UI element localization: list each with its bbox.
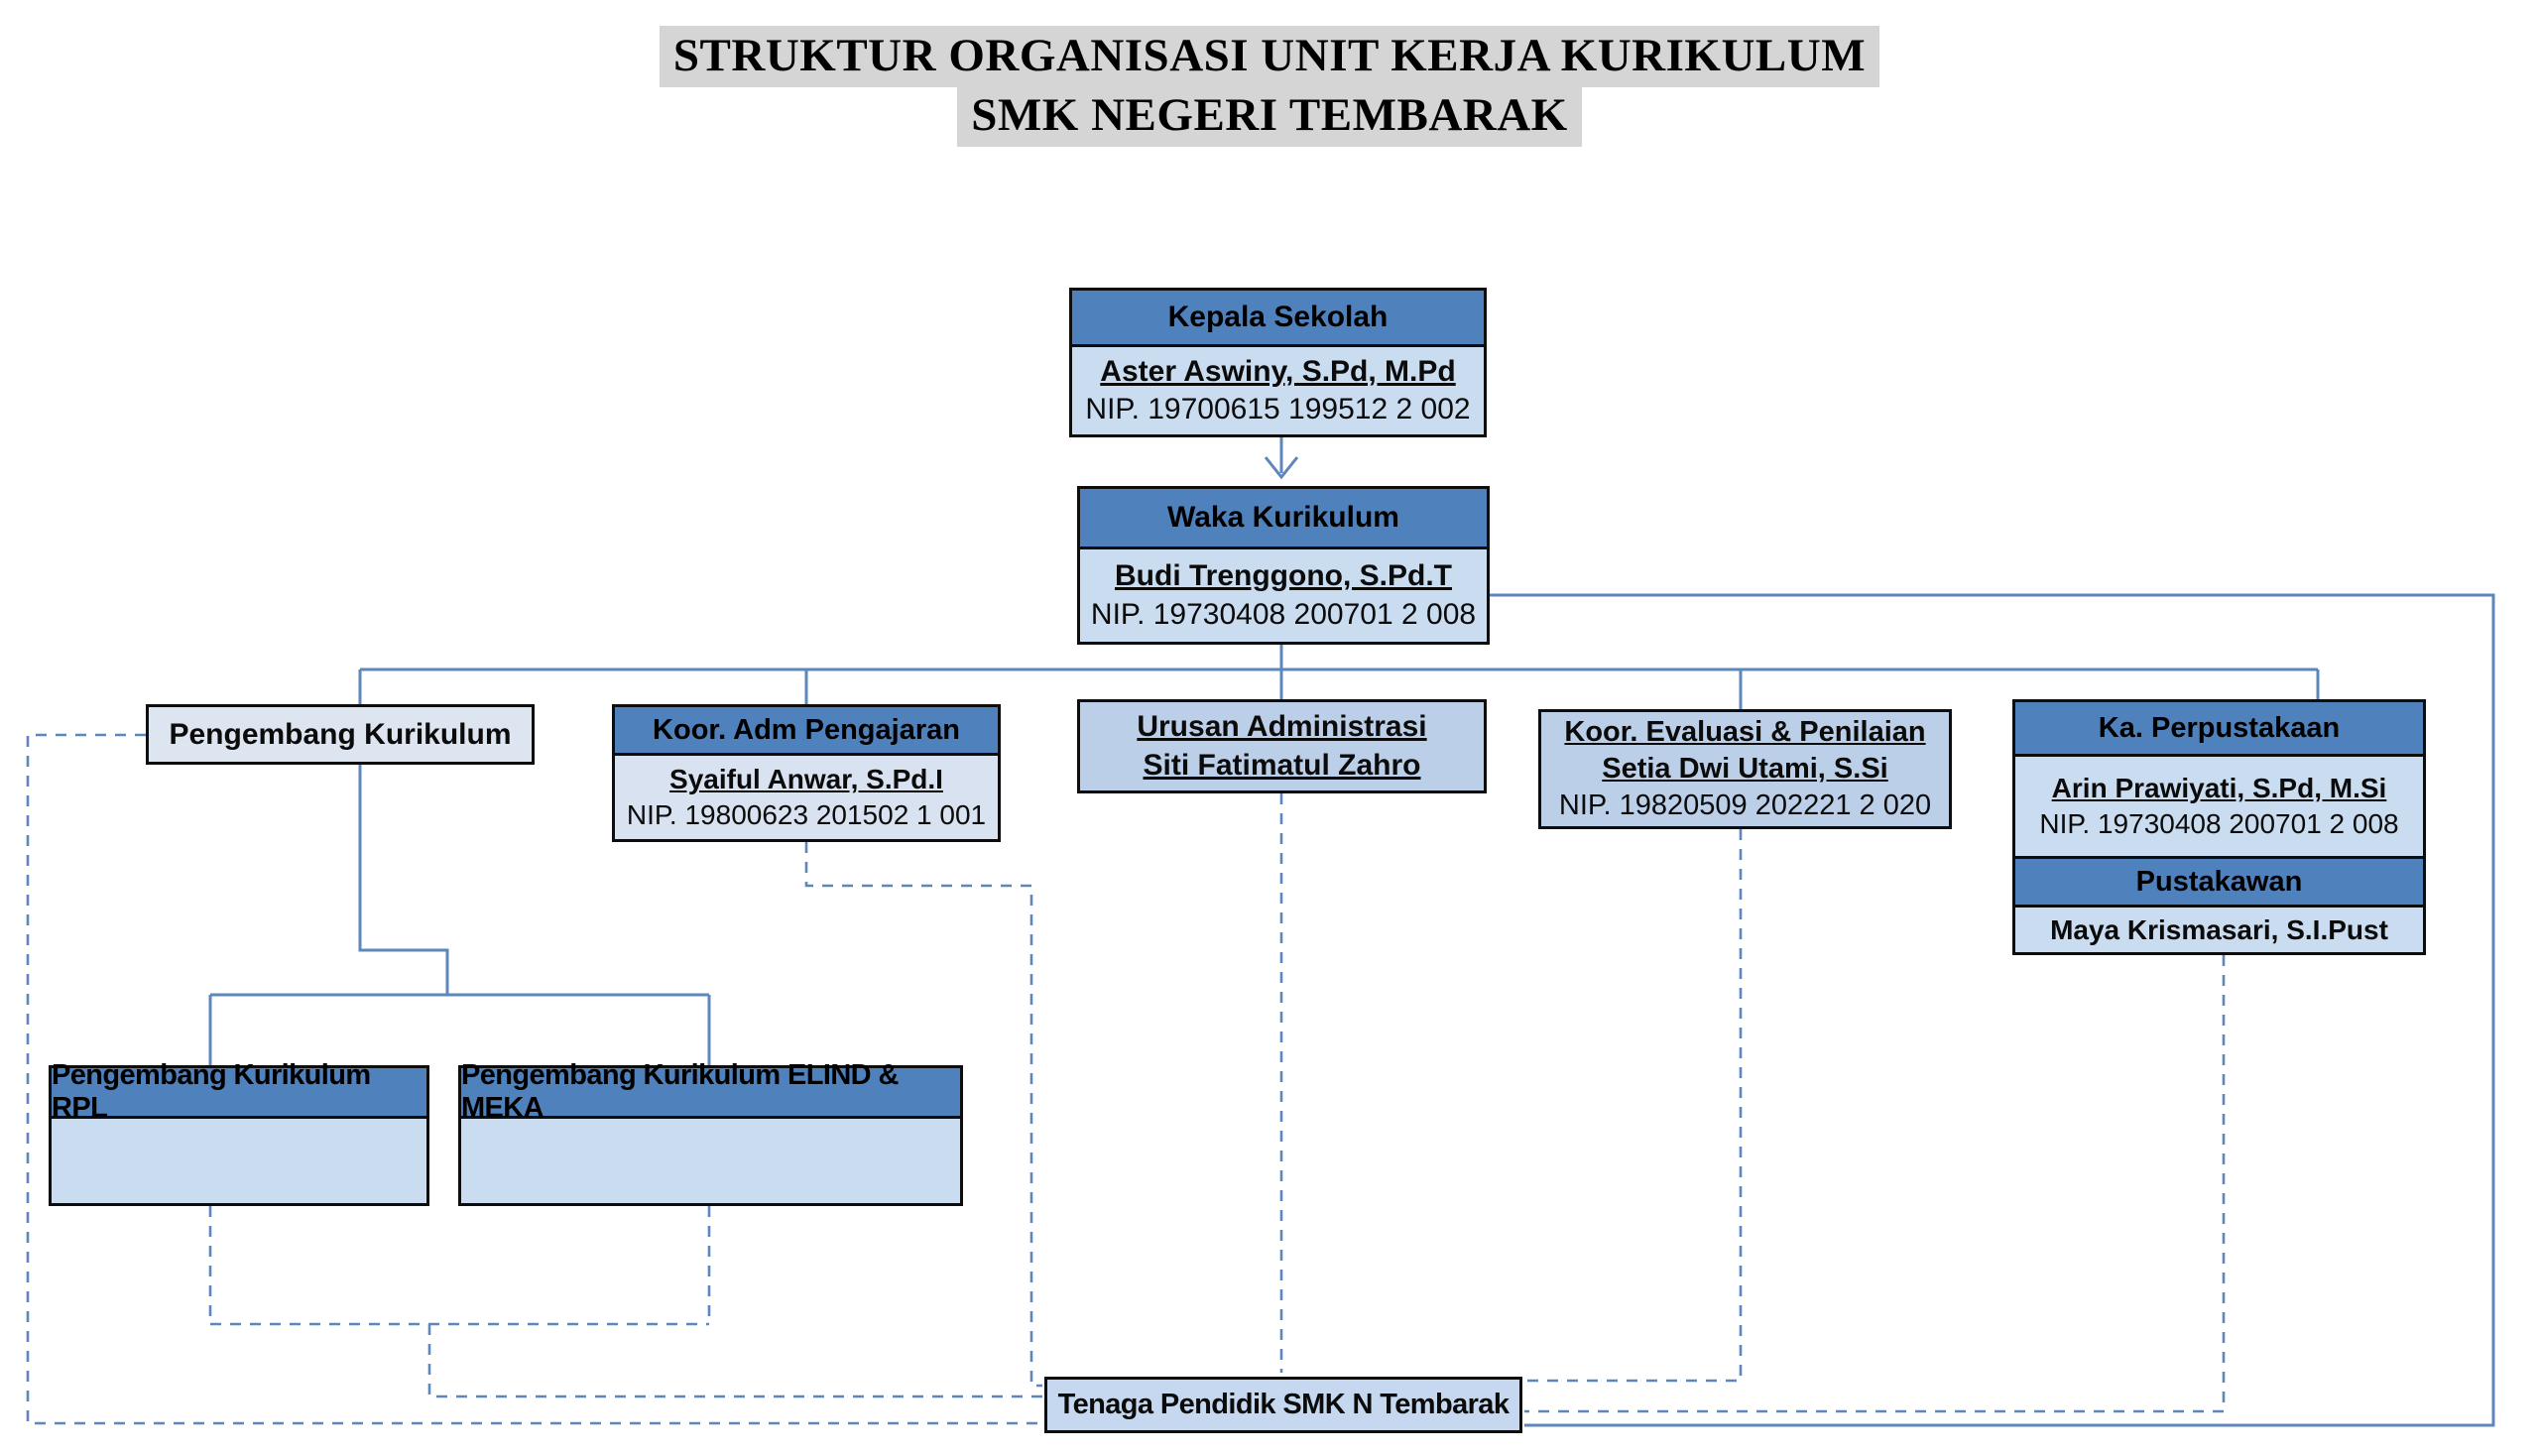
urusan-administrasi-label: Urusan Administrasi — [1137, 710, 1427, 744]
box-waka-kurikulum-body: Budi Trenggono, S.Pd.T NIP. 19730408 200… — [1080, 549, 1487, 642]
box-pengembang-kurikulum: Pengembang Kurikulum — [146, 704, 535, 765]
pengembang-subtree-stem — [358, 765, 449, 995]
koor-adm-nip: NIP. 19800623 201502 1 001 — [626, 799, 987, 830]
subtree-to-tenaga-dashed — [427, 1324, 1042, 1398]
kepala-sekolah-name: Aster Aswiny, S.Pd, M.Pd — [1100, 354, 1456, 388]
box-pengembang-elind-meka-body — [461, 1119, 960, 1203]
box-koor-evaluasi-body: Koor. Evaluasi & Penilaian Setia Dwi Uta… — [1541, 712, 1949, 826]
box-pustakawan-body: Maya Krismasari, S.I.Pust — [2015, 908, 2423, 952]
down-arrowhead-icon — [1264, 456, 1299, 480]
box-koor-adm-body: Syaiful Anwar, S.Pd.I NIP. 19800623 2015… — [615, 756, 998, 839]
box-urusan-administrasi: Urusan Administrasi Siti Fatimatul Zahro — [1077, 699, 1487, 793]
box-tenaga-pendidik: Tenaga Pendidik SMK N Tembarak — [1044, 1377, 1522, 1433]
koor-adm-name: Syaiful Anwar, S.Pd.I — [669, 764, 943, 795]
kepala-sekolah-nip: NIP. 19700615 199512 2 002 — [1085, 393, 1471, 425]
page-title-line1: STRUKTUR ORGANISASI UNIT KERJA KURIKULUM — [659, 26, 1880, 88]
urusan-administrasi-name: Siti Fatimatul Zahro — [1143, 748, 1421, 782]
waka-kurikulum-name: Budi Trenggono, S.Pd.T — [1115, 559, 1452, 593]
page-title-line2: SMK NEGERI TEMBARAK — [957, 85, 1582, 148]
page-title-line1-wrap: STRUKTUR ORGANISASI UNIT KERJA KURIKULUM — [0, 26, 2539, 88]
box-ka-perpustakaan: Ka. Perpustakaan Arin Prawiyati, S.Pd, M… — [2012, 699, 2426, 955]
box-pengembang-rpl-header: Pengembang Kurikulum RPL — [52, 1059, 426, 1124]
koor-evaluasi-name: Setia Dwi Utami, S.Si — [1602, 752, 1888, 785]
pengembang-to-tenaga-dashed — [26, 733, 1042, 1425]
box-koor-adm-header: Koor. Adm Pengajaran — [615, 707, 998, 756]
box-koor-evaluasi: Koor. Evaluasi & Penilaian Setia Dwi Uta… — [1538, 709, 1952, 829]
box-pustakawan-header: Pustakawan — [2015, 859, 2423, 908]
koor-eval-to-tenaga-dashed — [1524, 829, 1743, 1383]
pustakawan-name: Maya Krismasari, S.I.Pust — [2050, 913, 2388, 945]
ka-perpustakaan-name: Arin Prawiyati, S.Pd, M.Si — [2051, 773, 2387, 804]
box-kepala-sekolah: Kepala Sekolah Aster Aswiny, S.Pd, M.Pd … — [1069, 288, 1487, 437]
box-urusan-body: Urusan Administrasi Siti Fatimatul Zahro — [1080, 702, 1484, 790]
box-pengembang-elind-meka: Pengembang Kurikulum ELIND & MEKA — [458, 1059, 963, 1206]
page-title-line2-wrap: SMK NEGERI TEMBARAK — [0, 85, 2539, 148]
box-waka-kurikulum-header: Waka Kurikulum — [1080, 489, 1487, 549]
box-ka-perpustakaan-body: Arin Prawiyati, S.Pd, M.Si NIP. 19730408… — [2015, 757, 2423, 859]
waka-to-tenaga-rail — [1490, 593, 2495, 1427]
waka-kurikulum-nip: NIP. 19730408 200701 2 008 — [1090, 597, 1477, 631]
box-kepala-sekolah-body: Aster Aswiny, S.Pd, M.Pd NIP. 19700615 1… — [1072, 347, 1484, 434]
box-pengembang-elind-meka-header: Pengembang Kurikulum ELIND & MEKA — [461, 1059, 960, 1124]
box-pengembang-rpl: Pengembang Kurikulum RPL — [49, 1059, 429, 1206]
box-waka-kurikulum: Waka Kurikulum Budi Trenggono, S.Pd.T NI… — [1077, 486, 1490, 645]
box-ka-perpustakaan-header: Ka. Perpustakaan — [2015, 702, 2423, 757]
koor-adm-to-tenaga-dashed — [804, 842, 1042, 1388]
box-kepala-sekolah-header: Kepala Sekolah — [1072, 291, 1484, 347]
koor-evaluasi-label: Koor. Evaluasi & Penilaian — [1564, 715, 1926, 748]
box-pengembang-rpl-body — [52, 1119, 426, 1203]
pustakawan-to-tenaga-dashed — [1524, 955, 2226, 1413]
ka-perpustakaan-nip: NIP. 19730408 200701 2 008 — [2039, 808, 2399, 839]
box-koor-adm-pengajaran: Koor. Adm Pengajaran Syaiful Anwar, S.Pd… — [612, 704, 1001, 842]
koor-evaluasi-nip: NIP. 19820509 202221 2 020 — [1558, 789, 1932, 822]
